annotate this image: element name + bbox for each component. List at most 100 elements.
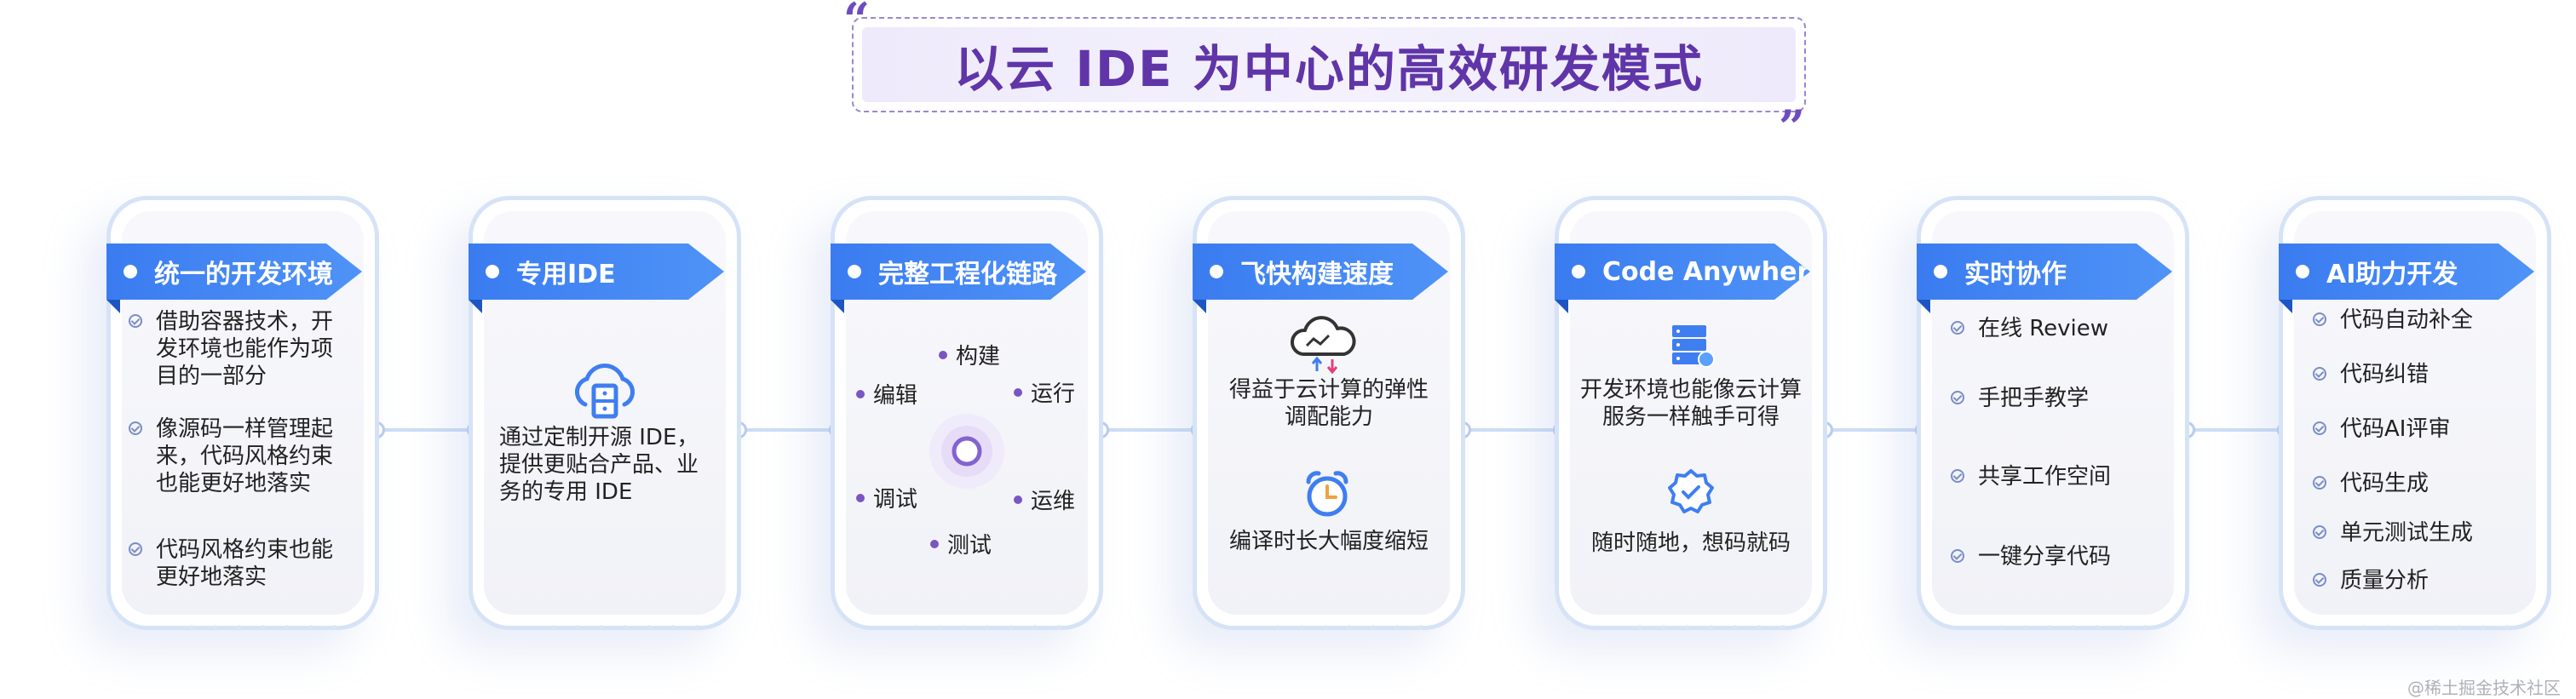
banner-bullet [124,265,137,278]
card-title: AI助力开发 [2326,260,2458,289]
stage-label: 构建 [939,339,1000,370]
card-banner: 专用IDE [469,244,724,300]
banner-fold [1917,300,1930,313]
card-ai-dev: AI助力开发 代码自动补全 代码纠错 代码AI评审 代码生成 单元测试生成 质量… [2279,196,2551,630]
feature-text: 得益于云计算的弹性调配能力 [1228,377,1429,430]
check-circle-icon [2313,525,2326,539]
list-item: 一键分享代码 [1951,543,2111,570]
banner-bullet [1572,265,1585,278]
card-decor-dots [1990,625,2160,630]
cycle-ring-icon [929,414,1004,489]
title-dashed-border [852,17,1806,112]
stage-dot [856,493,865,502]
connector-line-6 [2189,428,2283,432]
check-circle-icon [2313,367,2326,381]
card-title: 实时协作 [1964,260,2067,289]
server-stack-icon [1672,325,1715,368]
feature-text: 随时随地，想码就码 [1590,530,1791,556]
banner-fold [1193,300,1206,313]
card-title: 专用IDE [516,260,616,289]
check-circle-icon [1951,321,1964,335]
feature-text: 编译时长大幅度缩短 [1228,529,1429,554]
title-box: 以云 IDE 为中心的高效研发模式 [862,27,1796,102]
check-circle-icon [1951,549,1964,563]
card-decor-dots [2352,625,2522,630]
check-circle-icon [129,314,142,328]
banner-fold [831,300,844,313]
card-banner: 实时协作 [1917,244,2172,300]
stage-label: 测试 [930,528,992,559]
card-decor-dots [1628,625,1798,630]
card-fast-build: 飞快构建速度 得益于云计算的弹性调配能力 编译时长大幅度缩短 [1193,196,1465,630]
list-item: 单元测试生成 [2313,519,2473,547]
cloud-server-icon [575,364,635,419]
connector-line-3 [1103,428,1197,432]
stage-dot [856,389,865,398]
banner-bullet [848,265,861,278]
close-quote-mark: ” [1779,100,1806,154]
stage-dot [1014,387,1022,397]
list-item: 在线 Review [1951,315,2108,342]
banner-fold [469,300,482,313]
item-text: 像源码一样管理起来，代码风格约束也能更好地落实 [156,416,334,496]
card-title: 飞快构建速度 [1240,260,1394,289]
check-circle-icon [2313,476,2326,490]
list-item: 代码自动补全 [2313,307,2473,334]
card-engineering-chain: 完整工程化链路 构建 运行 运维 测试 调试 编辑 [831,196,1103,630]
card-banner: Code Anywhere [1555,244,1810,300]
card-realtime-collab: 实时协作 在线 Review 手把手教学 共享工作空间 一键分享代码 [1917,196,2189,630]
list-item: 借助容器技术，开发环境也能作为项目的一部分 [129,308,352,390]
card-banner: AI助力开发 [2279,244,2534,300]
check-circle-icon [129,542,142,556]
item-text: 借助容器技术，开发环境也能作为项目的一部分 [156,309,334,389]
card-title: 统一的开发环境 [154,260,333,289]
banner-bullet [1934,265,1947,278]
cloud-upload-icon [1290,316,1356,375]
list-item: 代码AI评审 [2313,415,2450,443]
stage-dot [939,350,947,359]
stage-label: 调试 [856,482,917,513]
list-item: 共享工作空间 [1951,463,2111,490]
check-circle-icon [2313,421,2326,435]
card-decor-dots [904,625,1074,630]
check-circle-icon [1951,391,1964,404]
stage-dot [1014,495,1022,504]
banner-fold [2279,300,2292,313]
list-item: 质量分析 [2313,567,2429,594]
stage-label: 编辑 [856,378,917,410]
list-item: 代码生成 [2313,470,2429,497]
check-circle-icon [1951,469,1964,483]
card-unified-env: 统一的开发环境 借助容器技术，开发环境也能作为项目的一部分 像源码一样管理起来，… [106,196,379,630]
card-title: Code Anywhere [1602,256,1827,287]
banner-bullet [1210,265,1223,278]
connector-line-5 [1827,428,1921,432]
card-description: 通过定制开源 IDE，提供更贴合产品、业务的专用 IDE [499,425,699,505]
card-banner: 统一的开发环境 [106,244,362,300]
verified-badge-icon [1668,469,1714,513]
card-decor-dots [542,625,712,630]
list-item: 像源码一样管理起来，代码风格约束也能更好地落实 [129,415,352,497]
check-circle-icon [2313,573,2326,587]
list-item: 代码风格约束也能更好地落实 [129,536,352,591]
title-frame: 以云 IDE 为中心的高效研发模式 [852,17,1806,112]
check-circle-icon [2313,312,2326,326]
banner-bullet [2296,265,2309,278]
list-item: 手把手教学 [1951,385,2089,412]
check-circle-icon [129,421,142,435]
banner-fold [1555,300,1568,313]
page-title: 以云 IDE 为中心的高效研发模式 [954,40,1704,98]
card-code-anywhere: Code Anywhere 开发环境也能像云计算服务一样触手可得 随时随地，想码… [1555,196,1827,630]
card-banner: 完整工程化链路 [831,244,1086,300]
card-decor-dots [1266,625,1436,630]
connector-line-2 [741,428,835,432]
feature-text: 开发环境也能像云计算服务一样触手可得 [1580,377,1803,430]
watermark: @稀土掘金技术社区 [2407,678,2561,698]
card-dedicated-ide: 专用IDE 通过定制开源 IDE，提供更贴合产品、业务的专用 IDE [469,196,741,630]
list-item: 代码纠错 [2313,361,2429,388]
item-text: 代码风格约束也能更好地落实 [156,537,334,590]
stage-dot [930,539,939,548]
card-banner: 飞快构建速度 [1193,244,1448,300]
connector-line-1 [379,428,473,432]
stage-label: 运行 [1014,376,1075,408]
card-title: 完整工程化链路 [878,260,1057,289]
